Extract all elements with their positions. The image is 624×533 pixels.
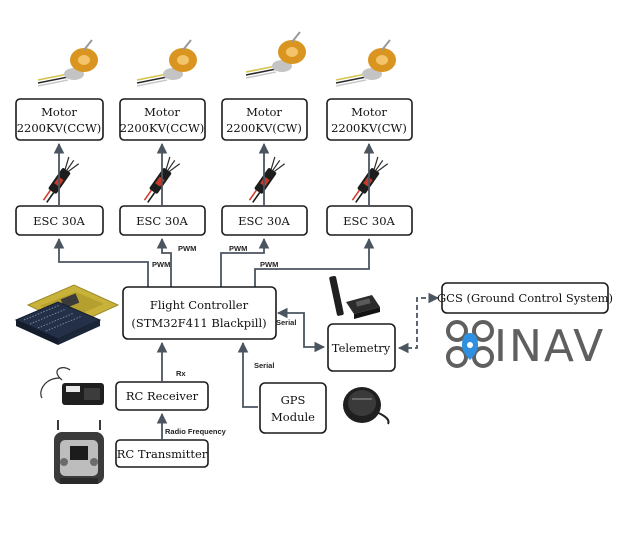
radio-frequency-label: Radio Frequency — [165, 427, 227, 436]
gcs-box: GCS (Ground Control System) — [437, 282, 613, 314]
esc-1-label: ESC 30A — [33, 214, 85, 228]
inav-drone-icon — [446, 320, 494, 368]
gps-puck-image — [343, 387, 390, 425]
rc-transmitter-image — [54, 420, 104, 484]
gcs-label: GCS (Ground Control System) — [437, 291, 613, 305]
rc-receiver-image — [40, 367, 104, 405]
telemetry-label: Telemetry — [332, 341, 391, 355]
rc-receiver-label: RC Receiver — [126, 389, 199, 403]
motor-image-3 — [245, 31, 306, 79]
inav-logo: INAV — [446, 320, 605, 372]
serial-label-telemetry: Serial — [276, 318, 296, 327]
esc-image-2 — [143, 156, 181, 203]
edge-telemetry-gcs — [397, 292, 440, 354]
esc-box-4: ESC 30A — [326, 205, 413, 236]
motor-1-spec: 2200KV(CCW) — [17, 121, 102, 135]
telemetry-box: Telemetry — [327, 323, 396, 372]
gps-title: GPS — [281, 393, 306, 407]
flight-controller-subtitle: (STM32F411 Blackpill) — [131, 316, 266, 330]
motor-box-3: Motor 2200KV(CW) — [221, 98, 308, 141]
inav-wordmark: INAV — [494, 321, 605, 372]
motor-3-title: Motor — [246, 105, 282, 119]
edge-fc-esc2 — [156, 237, 172, 287]
motor-2-title: Motor — [144, 105, 180, 119]
rc-transmitter-box: RC Transmitter — [115, 439, 209, 468]
motor-image-4 — [335, 39, 396, 87]
flight-controller-board-image — [14, 284, 120, 345]
motor-image-2 — [136, 39, 197, 87]
pwm-label-1: PWM — [152, 260, 170, 269]
esc-4-label: ESC 30A — [343, 214, 395, 228]
flight-controller-title: Flight Controller — [150, 298, 249, 312]
esc-image-3 — [248, 156, 286, 203]
esc-3-label: ESC 30A — [238, 214, 290, 228]
esc-box-1: ESC 30A — [15, 205, 104, 236]
telemetry-radio-image — [329, 275, 380, 319]
motor-box-4: Motor 2200KV(CW) — [326, 98, 413, 141]
motor-3-spec: 2200KV(CW) — [226, 121, 302, 135]
edge-fc-telemetry — [276, 307, 326, 353]
serial-label-gps: Serial — [254, 361, 274, 370]
esc-box-2: ESC 30A — [119, 205, 206, 236]
motor-4-title: Motor — [351, 105, 387, 119]
edge-gps-fc — [237, 341, 258, 408]
motor-1-title: Motor — [41, 105, 77, 119]
rc-receiver-box: RC Receiver — [115, 381, 209, 411]
edge-fc-esc1 — [53, 237, 149, 287]
pwm-label-2: PWM — [178, 244, 196, 253]
rc-transmitter-label: RC Transmitter — [117, 447, 208, 461]
motor-2-spec: 2200KV(CCW) — [120, 121, 205, 135]
motor-box-1: Motor 2200KV(CCW) — [15, 98, 104, 141]
gps-box: GPS Module — [259, 382, 327, 434]
rx-label: Rx — [176, 369, 186, 378]
flight-controller-box: Flight Controller (STM32F411 Blackpill) — [122, 286, 277, 340]
motor-box-2: Motor 2200KV(CCW) — [119, 98, 206, 141]
pwm-label-4: PWM — [260, 260, 278, 269]
esc-2-label: ESC 30A — [136, 214, 188, 228]
esc-box-3: ESC 30A — [221, 205, 308, 236]
gps-subtitle: Module — [271, 410, 315, 424]
pwm-label-3: PWM — [229, 244, 247, 253]
edge-fc-esc3 — [220, 237, 270, 287]
motor-4-spec: 2200KV(CW) — [331, 121, 407, 135]
motor-image-1 — [37, 39, 98, 87]
edge-fc-esc4 — [254, 237, 375, 287]
